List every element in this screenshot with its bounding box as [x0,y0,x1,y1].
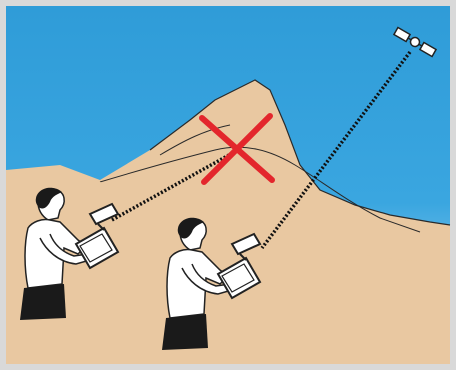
gps-line-of-sight-illustration [0,0,456,370]
illustration-frame [0,0,456,370]
